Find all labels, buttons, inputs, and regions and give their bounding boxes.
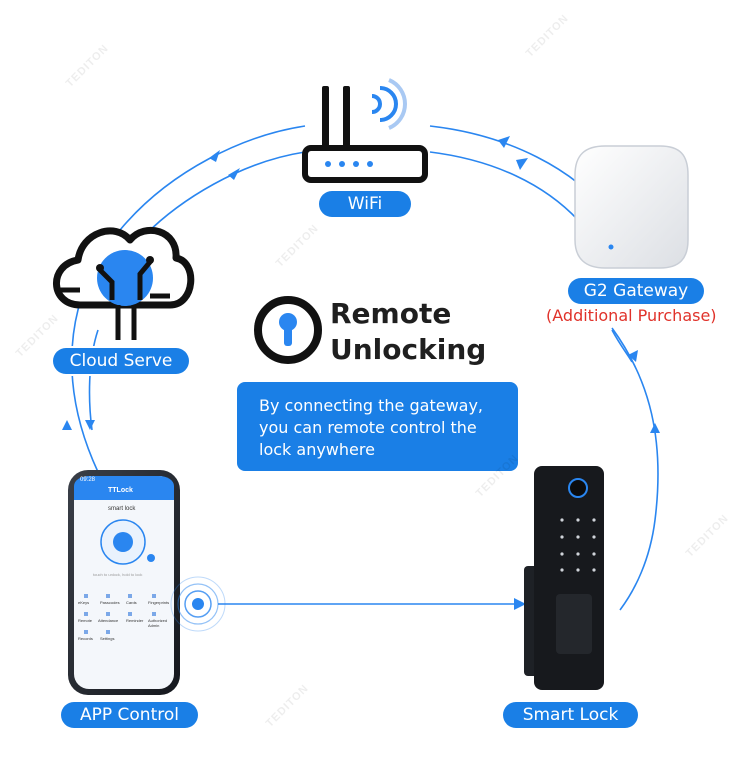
description-box: By connecting the gateway, you can remot… <box>237 382 518 471</box>
phone-hint: touch to unlock, hold to lock <box>93 572 143 577</box>
phone-menu-item: Records <box>78 636 93 641</box>
title-line-2: Unlocking <box>330 333 487 366</box>
arrow-7 <box>628 350 638 362</box>
smart-lock-device-icon <box>524 466 604 690</box>
smart-lock-label: Smart Lock <box>503 702 638 728</box>
description-line-1: By connecting the gateway, <box>259 396 484 415</box>
arrow-2 <box>228 168 240 180</box>
router-icon <box>302 78 428 183</box>
phone-time: 09:28 <box>80 477 96 483</box>
description-line-2: you can remote control the <box>259 418 477 437</box>
arrowheads <box>62 136 660 610</box>
arrow-9 <box>514 598 526 610</box>
arrow-5 <box>62 420 72 430</box>
gateway-inner <box>611 329 633 363</box>
gateway-note: (Additional Purchase) <box>546 306 717 325</box>
phone-menu-item: Remote <box>78 618 93 623</box>
arrow-4 <box>516 158 528 170</box>
arrow-1 <box>209 150 220 162</box>
arrow-8 <box>85 420 95 430</box>
cloud-inner <box>88 329 99 431</box>
phone-menu-item: eKeys <box>78 600 90 605</box>
cloud-serve-label: Cloud Serve <box>53 348 189 374</box>
cloud-icon <box>53 226 195 340</box>
arrow-6 <box>650 423 660 433</box>
title-line-1: Remote <box>330 297 452 330</box>
keyhole-lock-icon <box>254 296 322 364</box>
diagram-title: Remote Unlocking <box>330 296 486 368</box>
phone-menu-item: Fingerprints <box>148 600 170 605</box>
description-line-3: lock anywhere <box>259 440 375 459</box>
phone-menu-item: Cards <box>126 600 137 605</box>
app-control-label: APP Control <box>61 702 198 728</box>
wifi-to-cloud-inner <box>144 151 306 236</box>
phone-menu-item: Settings <box>100 636 115 641</box>
phone-menu-item: Passcodes <box>100 600 120 605</box>
gateway-label: G2 Gateway <box>568 278 704 304</box>
wifi-label: WiFi <box>319 191 411 217</box>
gateway-device-icon <box>574 145 689 269</box>
phone-lock-name: smart lock <box>108 506 136 512</box>
arrow-3 <box>498 136 510 148</box>
phone-menu-item: Reminder <box>126 618 144 623</box>
phone-app-title: TTLock <box>108 487 133 494</box>
gateway-to-lock-outer <box>611 327 659 611</box>
phone-device-icon <box>68 470 180 695</box>
phone-menu-item: Authorized Admin <box>148 618 168 628</box>
phone-menu-item: Attendance <box>98 618 119 623</box>
signal-ripple-icon <box>170 576 226 632</box>
gateway-to-wifi-inner <box>429 151 579 221</box>
